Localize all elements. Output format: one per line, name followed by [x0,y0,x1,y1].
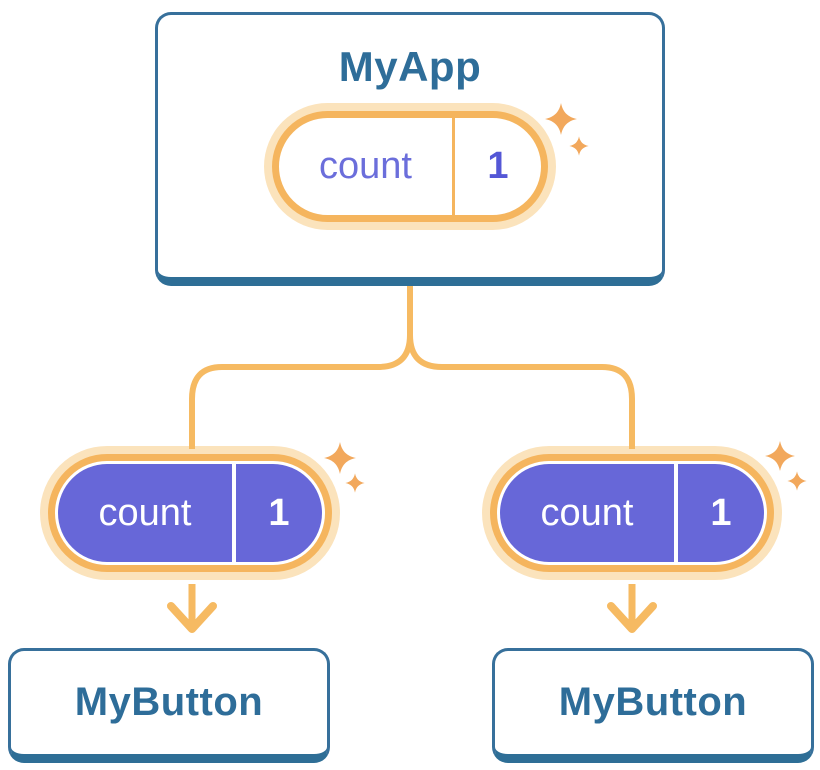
connector-branch-right [407,286,635,449]
prop-pill-count-right: count 1 [490,454,774,572]
prop-pill-core: count 1 [58,464,322,562]
arrow-right-head-icon [607,602,657,633]
sparkle-icon-left-big [324,442,356,474]
prop-pill-divider [232,464,236,562]
prop-pill-core: count 1 [500,464,764,562]
prop-pill-divider [674,464,678,562]
prop-pill-value: 1 [710,491,732,534]
sparkle-icon-left-small [345,473,365,493]
component-title-mybutton: MyButton [558,680,748,724]
component-title-myapp: MyApp [338,43,482,90]
prop-pill-value: 1 [268,491,290,534]
sparkle-icon-right-small [787,471,807,491]
state-pill-label: count [319,145,412,187]
state-pill-divider [452,118,455,215]
state-pill-count: count 1 [272,111,548,222]
component-title-mybutton: MyButton [74,680,264,724]
component-card-mybutton-right: MyButton [492,648,814,763]
arrow-left-head-icon [167,602,217,633]
state-pill-value: 1 [487,145,509,187]
component-card-mybutton-left: MyButton [8,648,330,763]
prop-pill-count-left: count 1 [48,454,332,572]
component-card-myapp: MyApp count 1 [155,12,665,286]
sparkle-icon-right-big [765,441,795,471]
prop-pill-label: count [540,491,634,534]
connector-branch-left [189,286,413,449]
prop-pill-label: count [98,491,192,534]
